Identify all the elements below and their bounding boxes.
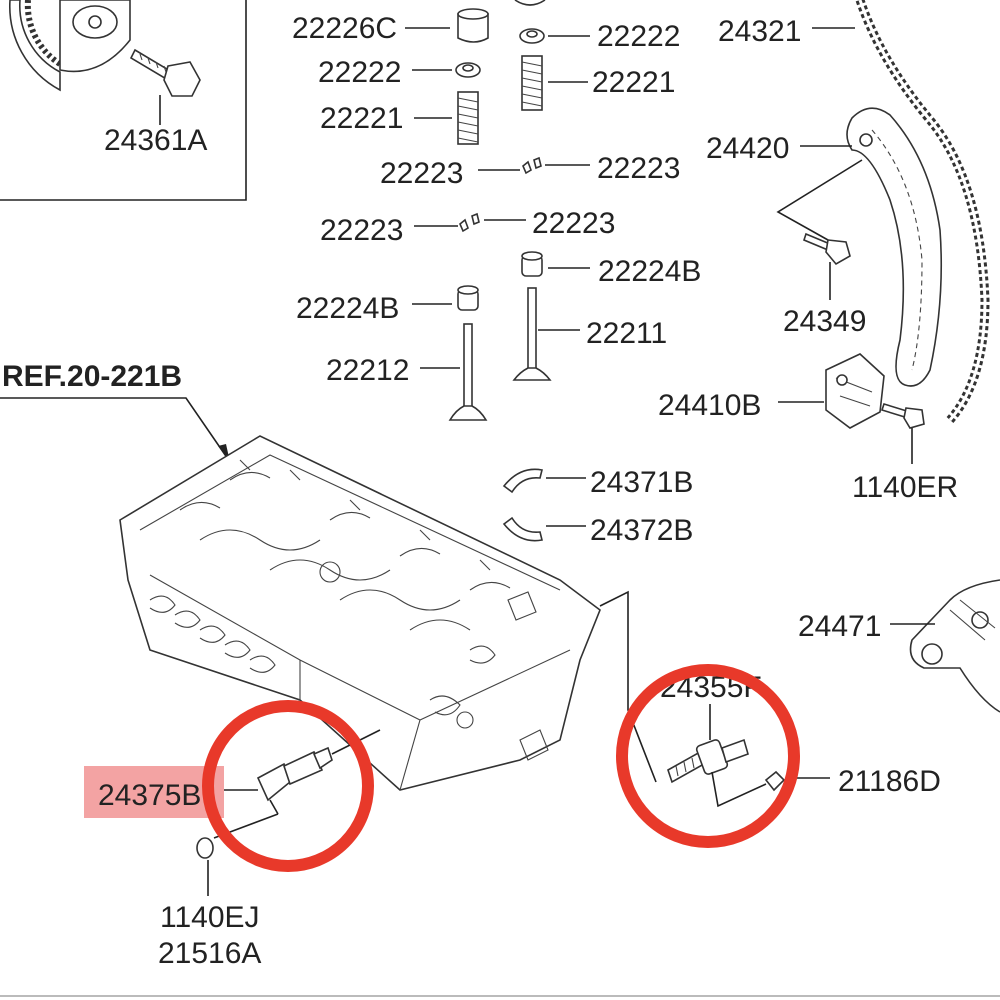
label-24410B: 24410B <box>658 389 761 422</box>
label-24375B: 24375B <box>98 779 201 812</box>
label-21186D: 21186D <box>838 765 941 798</box>
label-22223-c: 22223 <box>320 214 403 247</box>
label-1140ER: 1140ER <box>852 471 958 504</box>
highlight-circle-24375B <box>202 700 374 872</box>
oil-control-valve-24355F <box>667 704 830 808</box>
valve-exhaust <box>448 323 488 421</box>
label-22223-d: 22223 <box>532 207 615 240</box>
label-22211: 22211 <box>586 317 667 350</box>
cylinder-head <box>119 435 601 791</box>
label-22222-left: 22222 <box>318 56 401 89</box>
inset-box: 24361A <box>0 0 247 201</box>
highlight-box-24375B <box>84 766 224 818</box>
highlight-circle-24355F <box>616 664 800 848</box>
leader-24355F <box>599 590 657 783</box>
bearing-shells: 24371B 24372B <box>502 466 693 547</box>
label-21516A: 21516A <box>158 937 261 970</box>
bracket-24471: 24471 <box>798 579 1000 713</box>
label-22224B-right: 22224B <box>598 255 701 288</box>
bolt-24361A <box>129 48 201 97</box>
valve-seal-left <box>457 285 479 311</box>
label-24471: 24471 <box>798 610 881 643</box>
label-24420: 24420 <box>706 132 789 165</box>
label-24372B: 24372B <box>590 514 693 547</box>
label-22223-a: 22223 <box>380 157 463 190</box>
label-22212: 22212 <box>326 354 409 387</box>
valve-spring-right <box>521 55 543 111</box>
valve-intake <box>512 287 552 381</box>
label-24361A: 24361A <box>104 124 207 157</box>
valve-seal-right <box>521 251 543 277</box>
timing-chain-group: 24321 24420 24349 24410B 1140ER <box>658 0 990 504</box>
reference-callout: REF.20-221B <box>0 360 231 463</box>
label-22221-right: 22221 <box>592 66 675 99</box>
tensioner-24410B <box>825 353 925 429</box>
label-22221-left: 22221 <box>320 102 403 135</box>
valve-train-group: 22226C 22222 22222 22221 22221 <box>292 0 701 421</box>
label-24321: 24321 <box>718 15 801 48</box>
label-22226C: 22226C <box>292 12 397 45</box>
label-24371B: 24371B <box>590 466 693 499</box>
sprocket <box>9 0 131 92</box>
label-22224B-left: 22224B <box>296 292 399 325</box>
label-reference: REF.20-221B <box>2 360 182 393</box>
bolt-1140EJ <box>196 837 214 859</box>
sensor-24375B <box>213 729 381 839</box>
valve-spring-left <box>457 91 479 145</box>
label-22222-right: 22222 <box>597 20 680 53</box>
bolt-24349 <box>803 232 851 266</box>
label-1140EJ: 1140EJ <box>160 901 260 934</box>
label-22223-b: 22223 <box>597 152 680 185</box>
label-24349: 24349 <box>783 305 866 338</box>
